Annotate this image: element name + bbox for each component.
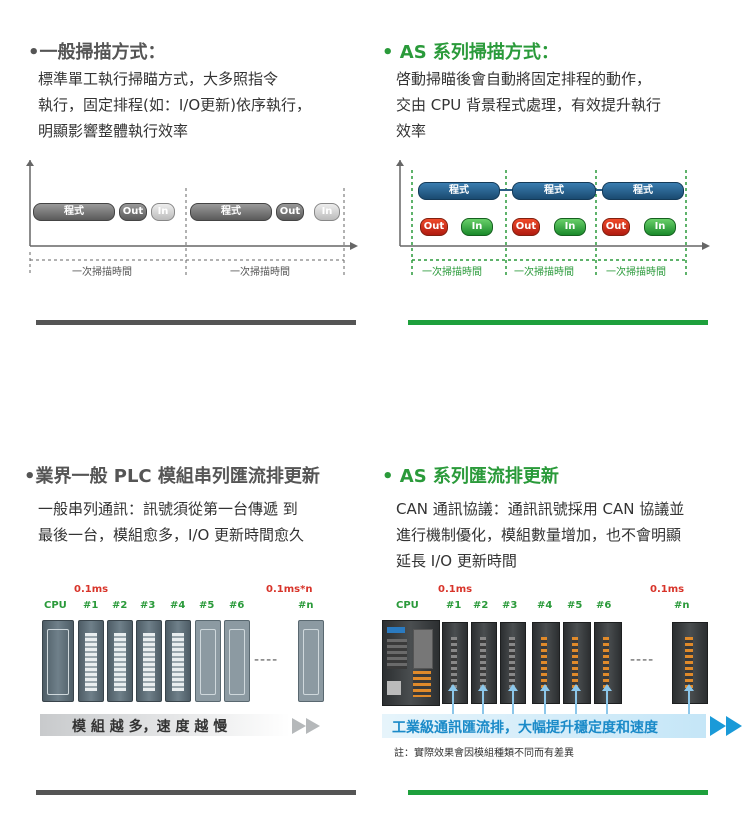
as-scan-desc: 啓動掃瞄後會自動將固定排程的動作， 交由 CPU 背景程式處理，有效提升執行 效… [396, 66, 661, 144]
faster-banner [382, 714, 706, 738]
plc-module [298, 620, 324, 702]
footnote: 註：實際效果會因模組種類不同而有差異 [394, 748, 574, 759]
plc-module [136, 620, 162, 702]
fast-forward-icon [710, 716, 742, 736]
more-modules-dashes: ---- [630, 652, 655, 668]
as-module [672, 622, 708, 704]
desc-line: 交由 CPU 背景程式處理，有效提升執行 [396, 96, 662, 114]
scan-time-label: 一次掃描時間 [606, 267, 666, 278]
program-pill: 程式 [190, 203, 272, 221]
section-divider-green [408, 790, 708, 795]
module-label: #n [298, 600, 314, 611]
desc-line: 標準單工執行掃瞄方式，大多照指令 [38, 70, 279, 88]
up-arrow-icon [508, 684, 518, 716]
time-label: 0.1ms [438, 584, 473, 595]
out-pill: Out [602, 218, 630, 236]
module-label: #4 [170, 600, 186, 611]
up-arrow-icon [571, 684, 581, 716]
general-scan-diagram [26, 160, 358, 276]
plc-module [224, 620, 250, 702]
module-label: #5 [199, 600, 215, 611]
in-pill: In [554, 218, 586, 236]
slower-banner-text: 模 組 越 多，速 度 越 慢 [72, 719, 228, 735]
in-pill: In [644, 218, 676, 236]
scan-time-label: 一次掃描時間 [72, 267, 132, 278]
time-label: 0.1ms [650, 584, 685, 595]
out-pill: Out [512, 218, 540, 236]
plc-module [107, 620, 133, 702]
as-module [563, 622, 591, 704]
out-pill: Out [420, 218, 448, 236]
as-bus-title: • AS 系列匯流排更新 [382, 466, 559, 487]
desc-line: 一般串列通訊：訊號須從第一台傳遞 到 [38, 500, 298, 518]
as-module [532, 622, 560, 704]
module-label: #1 [446, 600, 462, 611]
faster-banner-text: 工業級通訊匯流排，大幅提升穩定度和速度 [392, 720, 658, 736]
module-label: #6 [596, 600, 612, 611]
plc-cpu-module [42, 620, 74, 702]
in-pill: In [461, 218, 493, 236]
as-module [442, 622, 468, 704]
desc-line: 進行機制優化，模組數量增加，也不會明顯 [396, 526, 682, 544]
desc-line: 執行，固定排程(如：I/O更新)依序執行， [38, 96, 311, 114]
section-divider-gray [36, 790, 356, 795]
in-pill: In [314, 203, 340, 221]
desc-line: CAN 通訊協議：通訊訊號採用 CAN 協議並 [396, 500, 685, 518]
as-module [471, 622, 497, 704]
serial-bus-title: •業界一般 PLC 模組串列匯流排更新 [24, 466, 320, 487]
general-scan-title: •一般掃描方式： [28, 42, 166, 63]
section-divider-gray [36, 320, 356, 325]
program-pill: 程式 [418, 182, 500, 200]
section-divider-green [408, 320, 708, 325]
out-pill: Out [119, 203, 147, 221]
out-pill: Out [276, 203, 304, 221]
up-arrow-icon [540, 684, 550, 716]
as-cpu-module [382, 620, 440, 706]
as-bus-desc: CAN 通訊協議：通訊訊號採用 CAN 協議並 進行機制優化，模組數量增加，也不… [396, 496, 684, 574]
desc-line: 延長 I/O 更新時間 [396, 552, 517, 570]
desc-line: 明顯影響整體執行效率 [38, 122, 189, 140]
scan-time-label: 一次掃描時間 [230, 267, 290, 278]
program-pill: 程式 [512, 182, 596, 200]
module-label: #2 [112, 600, 128, 611]
module-label: #4 [537, 600, 553, 611]
fast-forward-icon [292, 718, 320, 734]
up-arrow-icon [602, 684, 612, 716]
slower-banner [40, 714, 290, 736]
module-label: CPU [44, 600, 67, 611]
time-label: 0.1ms*n [266, 584, 313, 595]
general-scan-desc: 標準單工執行掃瞄方式，大多照指令 執行，固定排程(如：I/O更新)依序執行， 明… [38, 66, 311, 144]
program-pill: 程式 [602, 182, 684, 200]
desc-line: 最後一台，模組愈多，I/O 更新時間愈久 [38, 526, 305, 544]
plc-module [78, 620, 104, 702]
more-modules-dashes: ---- [254, 652, 279, 668]
plc-module [195, 620, 221, 702]
serial-bus-desc: 一般串列通訊：訊號須從第一台傳遞 到 最後一台，模組愈多，I/O 更新時間愈久 [38, 496, 304, 548]
up-arrow-icon [478, 684, 488, 716]
module-label: #6 [229, 600, 245, 611]
time-label: 0.1ms [74, 584, 109, 595]
module-label: #5 [567, 600, 583, 611]
up-arrow-icon [448, 684, 458, 716]
module-label: #1 [83, 600, 99, 611]
scan-time-label: 一次掃描時間 [514, 267, 574, 278]
as-scan-title: • AS 系列掃描方式： [382, 42, 559, 63]
desc-line: 效率 [396, 122, 427, 140]
module-label: CPU [396, 600, 419, 611]
as-module [594, 622, 622, 704]
module-label: #2 [473, 600, 489, 611]
scan-time-label: 一次掃描時間 [422, 267, 482, 278]
in-pill: In [151, 203, 175, 221]
up-arrow-icon [684, 684, 694, 716]
desc-line: 啓動掃瞄後會自動將固定排程的動作， [396, 70, 652, 88]
module-label: #n [674, 600, 690, 611]
program-pill: 程式 [33, 203, 115, 221]
plc-module [165, 620, 191, 702]
module-label: #3 [502, 600, 518, 611]
module-label: #3 [140, 600, 156, 611]
